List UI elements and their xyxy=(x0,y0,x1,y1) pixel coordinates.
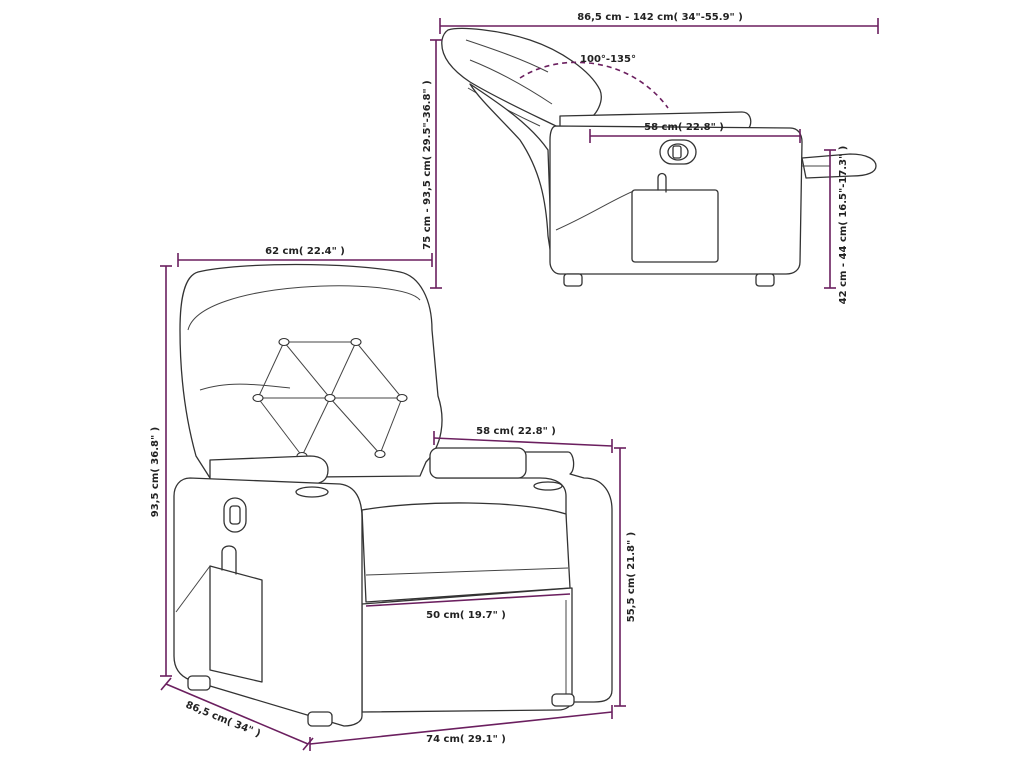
dim-line-total-width xyxy=(309,711,613,745)
label-front-total-height: 93,5 cm( 36.8" ) xyxy=(150,427,161,518)
front-leg xyxy=(551,693,575,707)
label-footrest-height: 42 cm - 44 cm( 16.5"-17.3" ) xyxy=(838,146,849,305)
front-view: 62 cm( 22.4" ) 93,5 cm( 36.8" ) 58 cm( 2… xyxy=(150,246,637,751)
tuft-button xyxy=(278,337,290,347)
label-front-arm-height: 55,5 cm( 21.8" ) xyxy=(626,532,637,623)
front-leg xyxy=(187,675,211,691)
label-side-height: 75 cm - 93,5 cm( 29.5"-36.8" ) xyxy=(422,80,433,249)
dim-line-front-arm-depth xyxy=(433,437,613,447)
label-total-width: 74 cm( 29.1" ) xyxy=(426,734,506,745)
side-back-body xyxy=(469,83,553,263)
dim-line-depth xyxy=(165,683,309,745)
dim-line-seat-width xyxy=(365,593,571,607)
label-front-back-width: 62 cm( 22.4" ) xyxy=(265,246,345,257)
side-backrest xyxy=(441,27,602,129)
tuft-button xyxy=(396,393,408,403)
side-footrest xyxy=(801,153,877,179)
tuft-button xyxy=(252,393,264,403)
label-side-length: 86,5 cm - 142 cm( 34"-55.9" ) xyxy=(577,12,743,23)
front-lever xyxy=(223,497,247,533)
side-leg-front xyxy=(563,273,583,287)
label-front-arm-depth: 58 cm( 22.8" ) xyxy=(476,426,556,437)
front-leg xyxy=(307,711,333,727)
front-backrest xyxy=(179,263,443,479)
tuft-button xyxy=(324,393,336,403)
label-seat-width: 50 cm( 19.7" ) xyxy=(426,610,506,621)
label-recline-angle: 100°-135° xyxy=(580,54,636,65)
tuft-button xyxy=(350,337,362,347)
side-leg-back xyxy=(755,273,775,287)
side-pocket xyxy=(631,189,719,263)
front-pocket xyxy=(209,565,263,683)
label-side-arm-width: 58 cm( 22.8" ) xyxy=(644,122,724,133)
side-view: 86,5 cm - 142 cm( 34"-55.9" ) 100°-135° … xyxy=(422,12,879,305)
front-seat-panel xyxy=(361,587,573,713)
tuft-button xyxy=(374,449,386,459)
front-seat xyxy=(361,502,571,603)
